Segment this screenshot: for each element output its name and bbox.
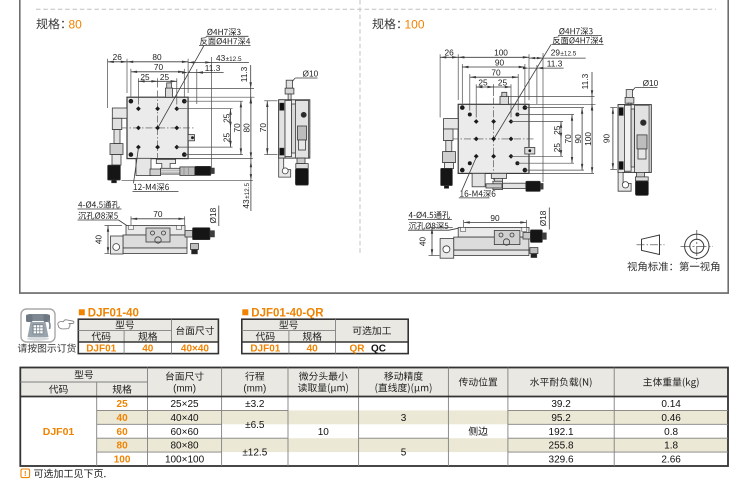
svg-text:(mm): (mm) bbox=[173, 383, 196, 394]
svg-text:70: 70 bbox=[491, 68, 501, 78]
svg-text:±12.5: ±12.5 bbox=[244, 183, 251, 199]
svg-text:80: 80 bbox=[117, 441, 129, 452]
svg-text:DJF01: DJF01 bbox=[86, 343, 116, 354]
svg-text:Ø10: Ø10 bbox=[303, 69, 319, 79]
svg-text:25: 25 bbox=[117, 399, 129, 410]
svg-text:QC: QC bbox=[371, 343, 386, 354]
svg-text:90: 90 bbox=[495, 57, 505, 67]
svg-text:26: 26 bbox=[113, 52, 123, 62]
svg-text:60: 60 bbox=[117, 427, 129, 438]
svg-text:100: 100 bbox=[494, 48, 508, 58]
svg-text:100: 100 bbox=[405, 17, 425, 31]
svg-text:11.3: 11.3 bbox=[547, 58, 563, 68]
svg-text:10: 10 bbox=[318, 427, 330, 438]
svg-text:1.8: 1.8 bbox=[664, 441, 678, 452]
svg-text:11.3: 11.3 bbox=[205, 63, 221, 73]
svg-text:25: 25 bbox=[498, 77, 508, 87]
svg-text:80×80: 80×80 bbox=[171, 441, 200, 452]
svg-text:80: 80 bbox=[69, 17, 83, 31]
svg-text:70: 70 bbox=[153, 209, 163, 219]
svg-text:70: 70 bbox=[232, 123, 242, 133]
svg-text:±3.2: ±3.2 bbox=[245, 399, 265, 410]
svg-text:40×40: 40×40 bbox=[171, 413, 200, 424]
svg-text:25: 25 bbox=[221, 113, 231, 123]
svg-text:±6.5: ±6.5 bbox=[245, 420, 265, 431]
svg-text:0.14: 0.14 bbox=[661, 399, 681, 410]
svg-text:39.2: 39.2 bbox=[551, 399, 571, 410]
svg-text:43: 43 bbox=[241, 199, 251, 209]
svg-text:40: 40 bbox=[142, 343, 154, 354]
svg-text:11.3: 11.3 bbox=[580, 73, 590, 89]
svg-text:(mm): (mm) bbox=[243, 383, 266, 394]
svg-text:5: 5 bbox=[401, 448, 407, 459]
svg-text:26: 26 bbox=[445, 48, 455, 58]
svg-text:Ø10: Ø10 bbox=[643, 78, 659, 88]
svg-text:25: 25 bbox=[552, 143, 562, 153]
svg-text:0.8: 0.8 bbox=[664, 427, 678, 438]
svg-text:±12.5: ±12.5 bbox=[242, 448, 267, 459]
svg-text:DJF01-40: DJF01-40 bbox=[88, 307, 139, 319]
svg-text:70: 70 bbox=[154, 62, 164, 72]
svg-text:80: 80 bbox=[152, 52, 162, 62]
svg-text:90: 90 bbox=[490, 213, 500, 223]
svg-text:95.2: 95.2 bbox=[551, 413, 571, 424]
svg-text:0.46: 0.46 bbox=[661, 413, 681, 424]
svg-text:100×100: 100×100 bbox=[165, 455, 205, 466]
svg-text:40: 40 bbox=[307, 343, 319, 354]
svg-text:QR: QR bbox=[350, 343, 366, 354]
svg-text:±12.5: ±12.5 bbox=[560, 51, 576, 58]
svg-text:!: ! bbox=[24, 469, 27, 478]
svg-text:Ø18: Ø18 bbox=[538, 210, 548, 226]
svg-text:2.66: 2.66 bbox=[661, 455, 681, 466]
svg-text:25: 25 bbox=[552, 125, 562, 135]
svg-text:±12.5: ±12.5 bbox=[226, 56, 242, 63]
svg-text:3: 3 bbox=[401, 413, 407, 424]
svg-text:DJF01: DJF01 bbox=[250, 343, 280, 354]
svg-text:70: 70 bbox=[563, 134, 573, 144]
svg-text:40: 40 bbox=[94, 235, 104, 245]
svg-text:100: 100 bbox=[583, 132, 593, 146]
svg-text:25: 25 bbox=[140, 72, 150, 82]
svg-text:DJF01: DJF01 bbox=[43, 426, 75, 438]
svg-text:90: 90 bbox=[602, 134, 612, 144]
svg-text:25: 25 bbox=[160, 72, 170, 82]
svg-text:70: 70 bbox=[258, 123, 268, 133]
svg-text:25×25: 25×25 bbox=[171, 399, 200, 410]
svg-text:60×60: 60×60 bbox=[171, 427, 200, 438]
svg-text:DJF01-40-QR: DJF01-40-QR bbox=[251, 307, 324, 319]
svg-text:329.6: 329.6 bbox=[549, 455, 574, 466]
svg-text:255.8: 255.8 bbox=[549, 441, 574, 452]
svg-text:25: 25 bbox=[221, 133, 231, 143]
svg-text:Ø18: Ø18 bbox=[208, 207, 218, 223]
svg-text:43: 43 bbox=[216, 53, 226, 63]
svg-text:11.3: 11.3 bbox=[239, 66, 249, 82]
svg-text:100: 100 bbox=[114, 455, 131, 466]
svg-text:29: 29 bbox=[551, 48, 561, 58]
svg-text:40: 40 bbox=[117, 413, 129, 424]
svg-text:192.1: 192.1 bbox=[549, 427, 574, 438]
svg-text:25: 25 bbox=[478, 77, 488, 87]
svg-text:40×40: 40×40 bbox=[181, 343, 210, 354]
svg-text:80: 80 bbox=[242, 123, 252, 133]
svg-text:40: 40 bbox=[418, 237, 428, 247]
svg-text:90: 90 bbox=[573, 134, 583, 144]
